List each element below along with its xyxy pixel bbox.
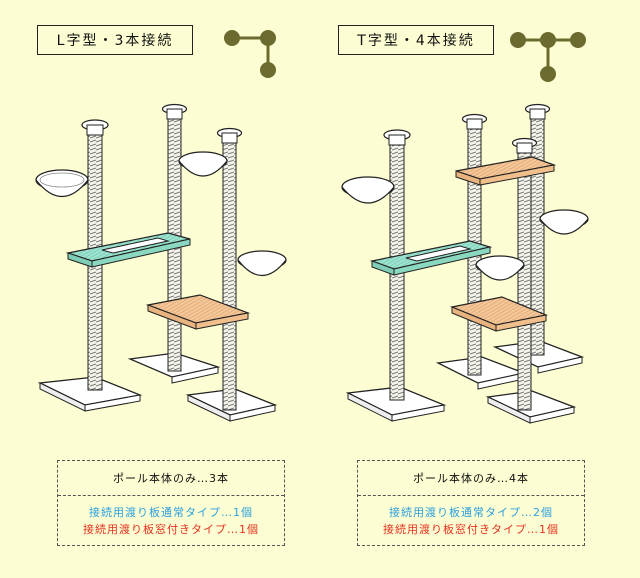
bowl-shelf [475, 255, 525, 281]
l-shape-parts-list: ポール本体のみ…3本 接続用渡り板通常タイプ…1個 接続用渡り板窓付きタイプ…1… [57, 460, 285, 546]
bowl-shelf [539, 209, 589, 235]
t-shape-cat-tower-illustration [341, 103, 589, 424]
t-shape-parts-list: ポール本体のみ…4本 接続用渡り板通常タイプ…2個 接続用渡り板窓付きタイプ…1… [357, 460, 585, 546]
poles-count: ポール本体のみ…4本 [358, 461, 584, 496]
l-shape-connector-icon [224, 30, 276, 78]
t-shape-connector-icon [510, 32, 586, 82]
window-connector-board [369, 240, 493, 276]
tower-base [37, 376, 143, 412]
t-shape-title: T字型・4本接続 [338, 25, 494, 55]
t-shape-panel: T字型・4本接続 [320, 0, 640, 578]
l-shape-title: L字型・3本接続 [37, 25, 193, 55]
bowl-shelf [341, 176, 395, 204]
tower-base [345, 386, 447, 422]
standard-board-count: 接続用渡り板通常タイプ…2個 [389, 506, 553, 519]
bowl-shelf [237, 250, 287, 276]
l-shape-cat-tower-illustration [35, 103, 287, 422]
l-shape-panel: L字型・3本接続 [35, 25, 287, 546]
window-connector-board [65, 232, 191, 268]
poles-count: ポール本体のみ…3本 [58, 461, 284, 496]
standard-board-count: 接続用渡り板通常タイプ…1個 [89, 506, 253, 519]
standard-connector-board [145, 294, 251, 330]
window-board-count: 接続用渡り板窓付きタイプ…1個 [383, 523, 559, 536]
window-board-count: 接続用渡り板窓付きタイプ…1個 [83, 523, 259, 536]
standard-connector-board [449, 296, 549, 332]
bowl-shelf [178, 151, 228, 177]
bowl-shelf [35, 169, 89, 197]
standard-connector-board [455, 156, 557, 186]
